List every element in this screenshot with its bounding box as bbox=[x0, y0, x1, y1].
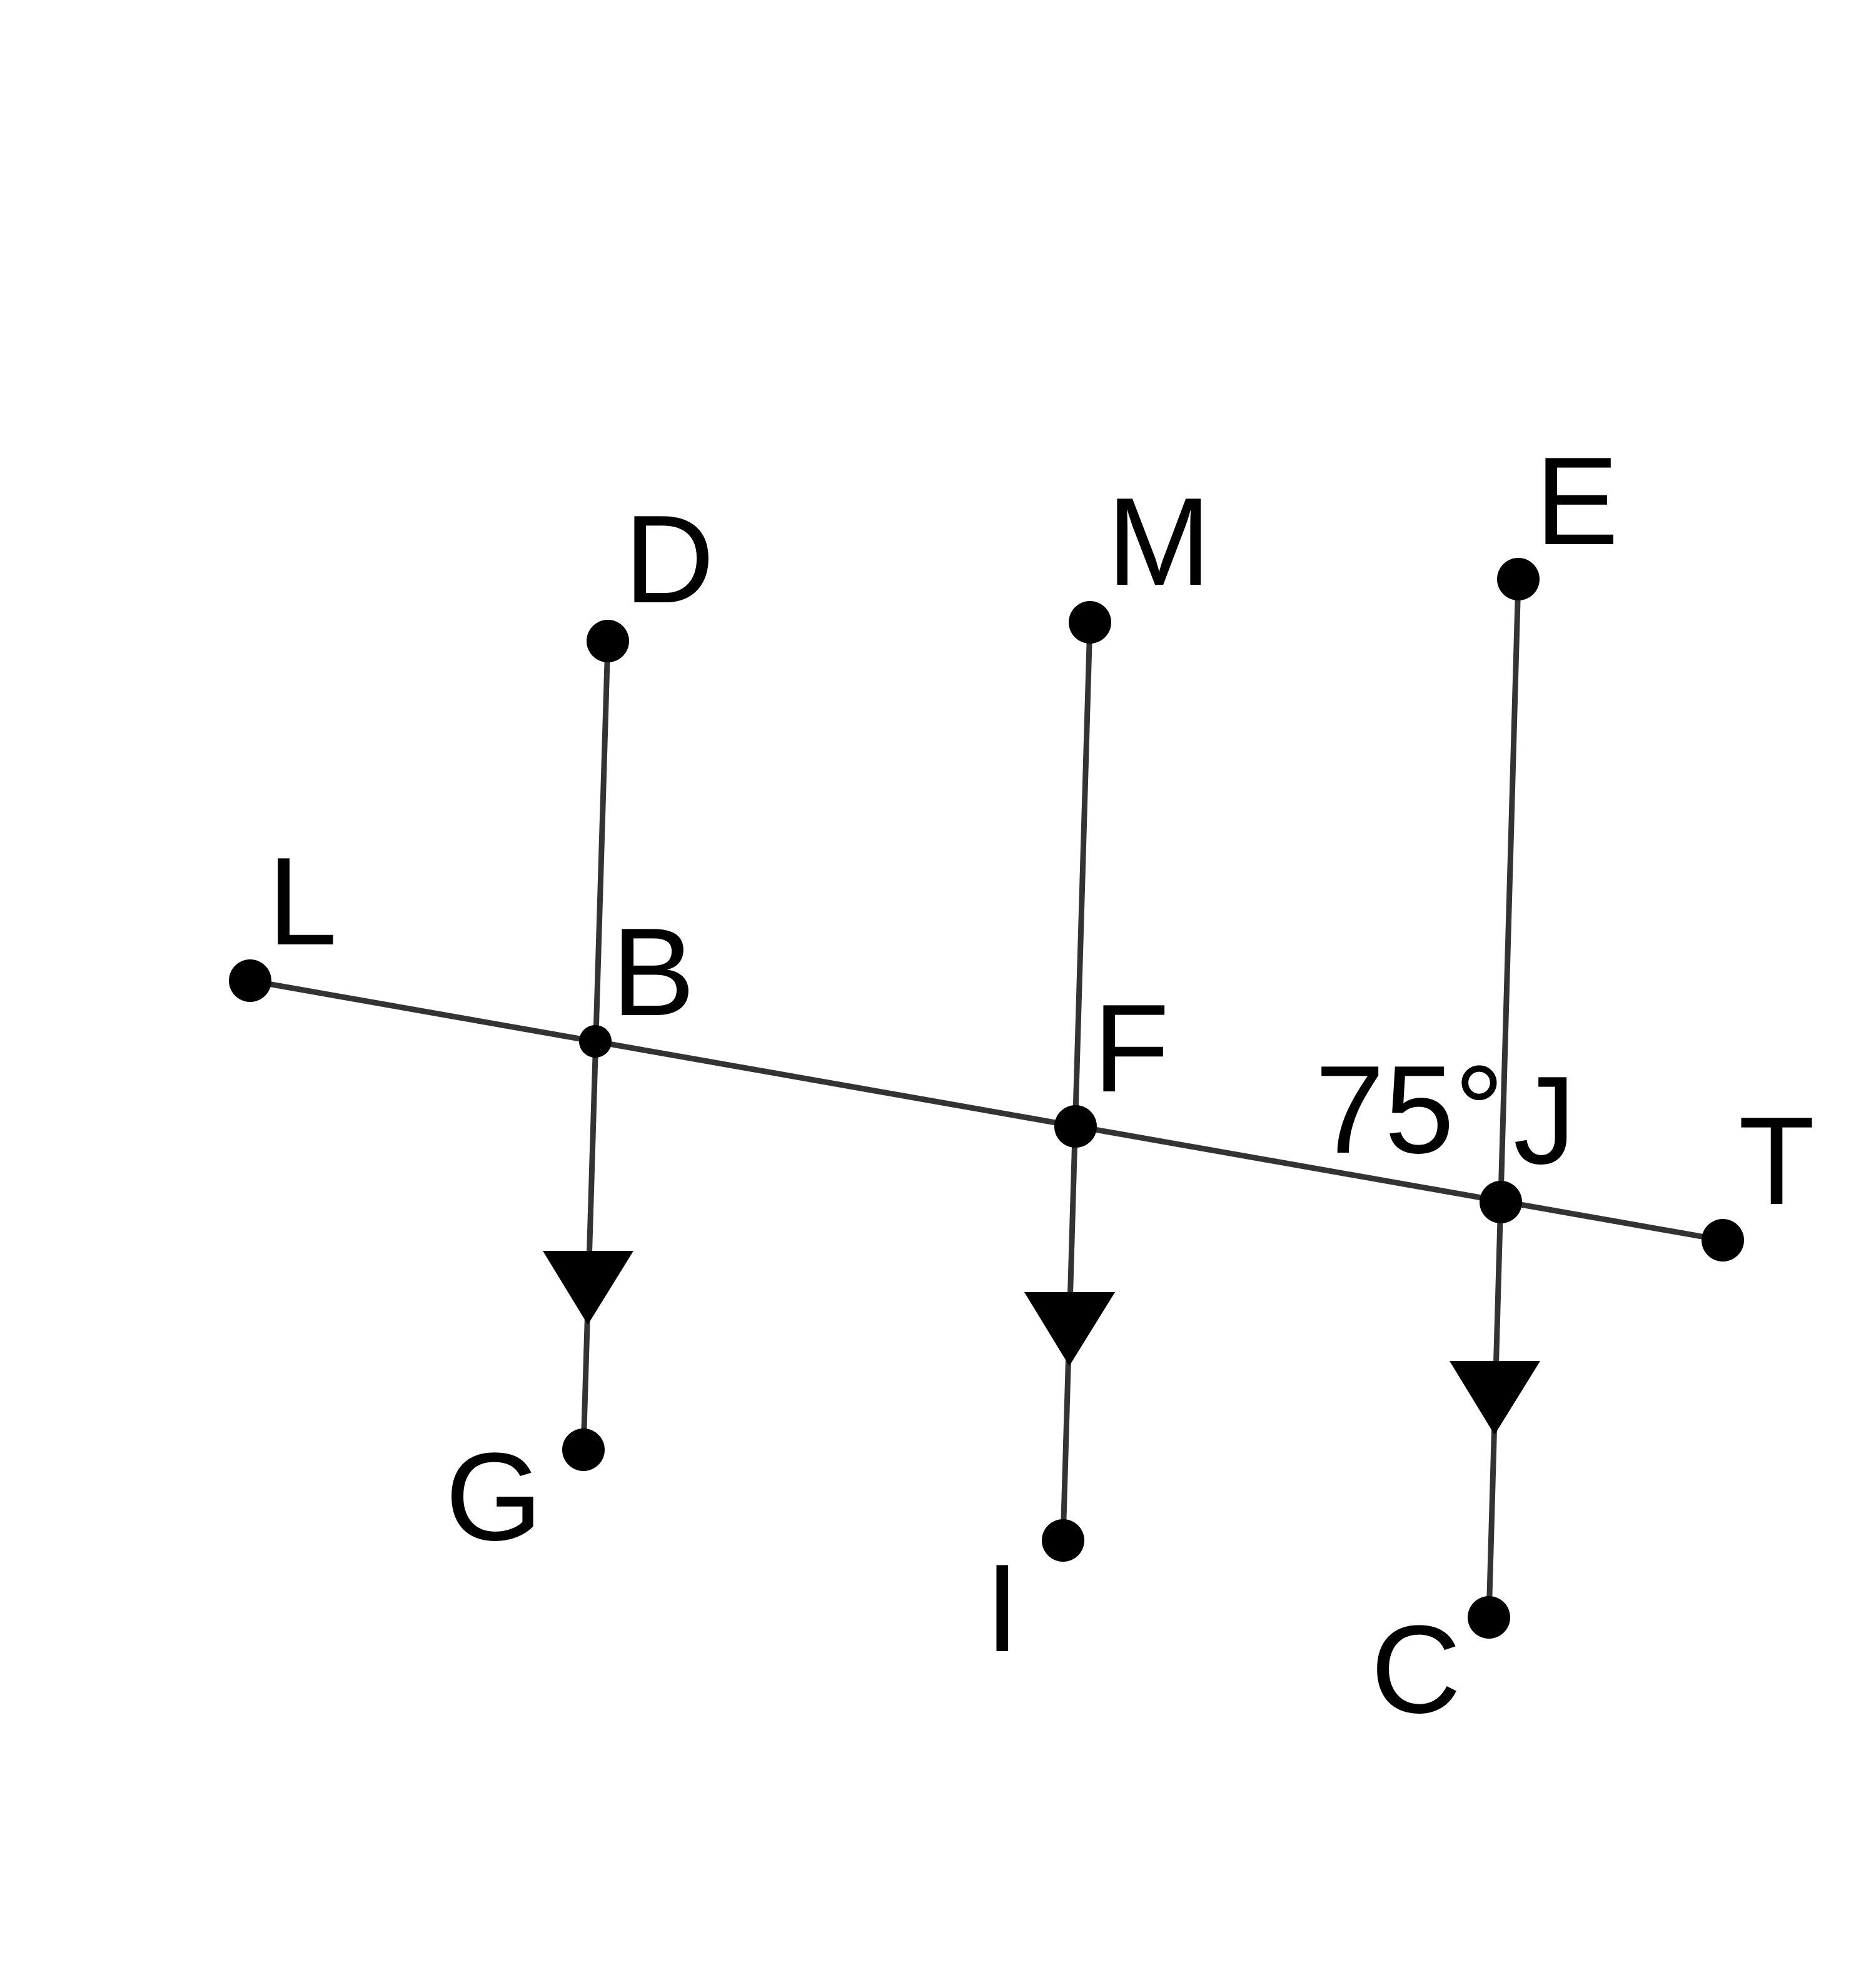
parallel-arrow-MI bbox=[1024, 1292, 1115, 1366]
parallel-line-EC bbox=[1486, 576, 1521, 1620]
point-I bbox=[1042, 1519, 1084, 1562]
point-L bbox=[229, 959, 271, 1002]
point-D bbox=[587, 620, 629, 662]
point-F bbox=[1054, 1105, 1097, 1148]
point-G bbox=[562, 1428, 605, 1471]
label-E: E bbox=[1535, 432, 1618, 571]
label-T: T bbox=[1738, 1091, 1815, 1231]
parallel-line-MI bbox=[1060, 619, 1093, 1544]
parallel-arrow-EC bbox=[1450, 1361, 1540, 1435]
point-E bbox=[1497, 558, 1540, 600]
transversal-line-LT bbox=[247, 978, 1726, 1243]
label-M: M bbox=[1107, 472, 1211, 612]
label-C: C bbox=[1371, 1600, 1461, 1739]
parallel-arrow-DG bbox=[543, 1251, 633, 1325]
label-F: F bbox=[1093, 979, 1169, 1118]
point-B bbox=[579, 1025, 612, 1058]
label-B: B bbox=[612, 903, 695, 1042]
label-G: G bbox=[445, 1427, 543, 1567]
label-I: I bbox=[985, 1539, 1020, 1678]
label-J: J bbox=[1513, 1051, 1576, 1190]
point-C bbox=[1468, 1596, 1510, 1639]
point-J bbox=[1480, 1181, 1522, 1223]
point-T bbox=[1702, 1219, 1744, 1262]
label-D: D bbox=[624, 490, 714, 629]
angle-label-75: 75° bbox=[1315, 1040, 1504, 1180]
point-M bbox=[1069, 601, 1111, 644]
label-L: L bbox=[268, 832, 337, 971]
